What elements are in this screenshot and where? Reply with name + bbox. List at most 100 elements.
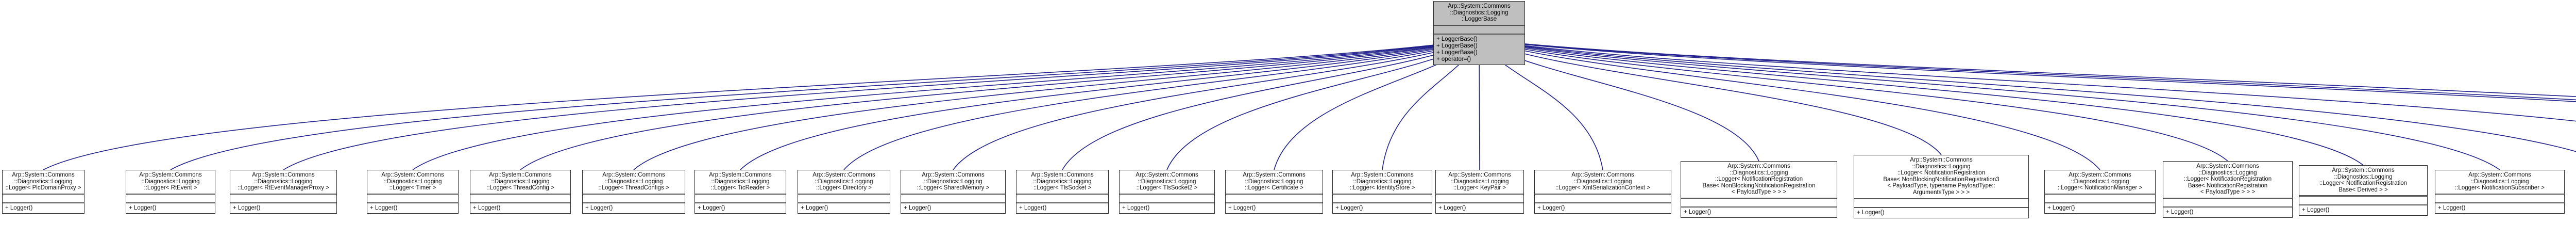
inheritance-edge	[1166, 39, 1480, 170]
class-node[interactable]: Arp::System::Commons ::Diagnostics::Logg…	[470, 170, 571, 214]
class-node-operations: + Logger()	[5, 205, 33, 212]
class-node-divider	[2045, 202, 2155, 204]
class-node-attributes	[1120, 195, 1214, 202]
class-node-operations: + Logger()	[1438, 205, 1466, 212]
class-node-attributes	[1681, 199, 1837, 206]
class-node-title: Arp::System::Commons ::Diagnostics::Logg…	[1448, 3, 1511, 23]
class-node-title: Arp::System::Commons ::Diagnostics::Logg…	[709, 172, 772, 192]
class-node[interactable]: Arp::System::Commons ::Diagnostics::Logg…	[367, 170, 459, 214]
class-node-divider	[1681, 197, 1837, 199]
class-node[interactable]: Arp::System::Commons ::Diagnostics::Logg…	[1332, 170, 1432, 214]
class-node-title: Arp::System::Commons ::Diagnostics::Logg…	[139, 172, 202, 192]
class-node-title: Arp::System::Commons ::Diagnostics::Logg…	[598, 172, 669, 192]
inheritance-edge	[1479, 39, 2576, 152]
class-node-root[interactable]: Arp::System::Commons ::Diagnostics::Logg…	[1433, 1, 1525, 66]
class-node-divider	[1854, 206, 2028, 208]
class-node-attributes	[2163, 199, 2292, 206]
inheritance-edge	[412, 39, 1480, 170]
class-node-operations: + Logger()	[1019, 205, 1047, 212]
class-node-divider	[1333, 202, 1432, 204]
class-node-divider	[126, 193, 215, 195]
class-node-attributes	[230, 195, 336, 202]
class-node-divider	[126, 202, 215, 204]
class-node-title: Arp::System::Commons ::Diagnostics::Logg…	[381, 172, 444, 192]
class-node-divider	[470, 193, 570, 195]
class-node[interactable]: Arp::System::Commons ::Diagnostics::Logg…	[1435, 170, 1524, 214]
class-node-attributes	[1535, 195, 1671, 202]
class-node[interactable]: Arp::System::Commons ::Diagnostics::Logg…	[798, 170, 890, 214]
class-node[interactable]: Arp::System::Commons ::Diagnostics::Logg…	[230, 170, 337, 214]
class-node-operations: + Logger()	[2047, 205, 2075, 212]
class-node[interactable]: Arp::System::Commons ::Diagnostics::Logg…	[2044, 170, 2156, 214]
inheritance-edge	[953, 39, 1480, 170]
class-node-divider	[367, 193, 458, 195]
class-node[interactable]: Arp::System::Commons ::Diagnostics::Logg…	[1534, 170, 1671, 214]
class-node-divider	[2299, 204, 2427, 205]
inheritance-edge	[843, 39, 1480, 170]
class-node-divider	[1434, 33, 1524, 35]
inheritance-edge	[1479, 39, 2576, 102]
class-node-divider	[695, 193, 786, 195]
class-node-divider	[1535, 193, 1671, 195]
class-node[interactable]: Arp::System::Commons ::Diagnostics::Logg…	[694, 170, 786, 214]
class-node-divider	[2435, 202, 2564, 204]
class-node-title: Arp::System::Commons ::Diagnostics::Logg…	[1031, 172, 1094, 192]
class-node-divider	[230, 193, 336, 195]
class-node-attributes	[2435, 195, 2564, 202]
class-node-attributes	[3, 195, 84, 202]
inheritance-edge	[1479, 39, 2228, 162]
inheritance-edge	[1479, 39, 1942, 155]
inheritance-edge	[1479, 39, 2364, 166]
class-node-divider	[367, 202, 458, 204]
class-node-divider	[1120, 202, 1214, 204]
class-node[interactable]: Arp::System::Commons ::Diagnostics::Logg…	[2299, 165, 2428, 216]
class-node[interactable]: Arp::System::Commons ::Diagnostics::Logg…	[1681, 161, 1837, 218]
inheritance-edge	[1062, 39, 1480, 170]
class-node-operations: + Logger()	[1857, 209, 1885, 216]
class-node-title: Arp::System::Commons ::Diagnostics::Logg…	[2057, 172, 2143, 192]
class-node-title: Arp::System::Commons ::Diagnostics::Logg…	[2183, 163, 2272, 196]
class-node[interactable]: Arp::System::Commons ::Diagnostics::Logg…	[1119, 170, 1215, 214]
class-node-attributes	[2299, 197, 2427, 204]
class-node-divider	[2299, 195, 2427, 197]
inheritance-edge	[170, 39, 1480, 170]
class-node-divider	[1436, 202, 1523, 204]
inheritance-edge	[1479, 39, 2500, 170]
class-node-title: Arp::System::Commons ::Diagnostics::Logg…	[1448, 172, 1511, 192]
class-node[interactable]: Arp::System::Commons ::Diagnostics::Logg…	[2163, 161, 2293, 218]
class-node[interactable]: Arp::System::Commons ::Diagnostics::Logg…	[582, 170, 685, 214]
class-node-operations: + Logger()	[2438, 205, 2466, 212]
class-node-attributes	[583, 195, 685, 202]
class-node-divider	[1434, 24, 1524, 26]
class-node[interactable]: Arp::System::Commons ::Diagnostics::Logg…	[2, 170, 84, 214]
class-node-divider	[1016, 193, 1108, 195]
class-node-attributes	[695, 195, 786, 202]
class-node[interactable]: Arp::System::Commons ::Diagnostics::Logg…	[1854, 155, 2029, 218]
class-node-operations: + Logger()	[370, 205, 398, 212]
class-node-title: Arp::System::Commons ::Diagnostics::Logg…	[1702, 163, 1816, 196]
class-node[interactable]: Arp::System::Commons ::Diagnostics::Logg…	[1016, 170, 1109, 214]
class-node-attributes	[367, 195, 458, 202]
class-node-divider	[1436, 193, 1523, 195]
inheritance-edge	[633, 39, 1480, 170]
class-node-title: Arp::System::Commons ::Diagnostics::Logg…	[1136, 172, 1198, 192]
class-node[interactable]: Arp::System::Commons ::Diagnostics::Logg…	[126, 170, 215, 214]
class-node-operations: + Logger()	[1122, 205, 1150, 212]
inheritance-edge	[740, 39, 1480, 170]
class-node-operations: + Logger()	[801, 205, 828, 212]
class-node-title: Arp::System::Commons ::Diagnostics::Logg…	[1349, 172, 1415, 192]
class-node-operations: + Logger()	[1335, 205, 1363, 212]
class-node-title: Arp::System::Commons ::Diagnostics::Logg…	[917, 172, 990, 192]
class-node-title: Arp::System::Commons ::Diagnostics::Logg…	[812, 172, 875, 192]
class-node-title: Arp::System::Commons ::Diagnostics::Logg…	[2319, 167, 2408, 193]
class-node-attributes	[126, 195, 215, 202]
class-node-divider	[2435, 193, 2564, 195]
class-node[interactable]: Arp::System::Commons ::Diagnostics::Logg…	[1225, 170, 1323, 214]
class-node-divider	[1333, 193, 1432, 195]
class-node-attributes	[1434, 26, 1524, 34]
class-node-attributes	[2045, 195, 2155, 202]
class-node-operations: + Logger()	[585, 205, 613, 212]
class-node-divider	[1016, 202, 1108, 204]
class-node[interactable]: Arp::System::Commons ::Diagnostics::Logg…	[2435, 170, 2565, 214]
class-node[interactable]: Arp::System::Commons ::Diagnostics::Logg…	[901, 170, 1006, 214]
